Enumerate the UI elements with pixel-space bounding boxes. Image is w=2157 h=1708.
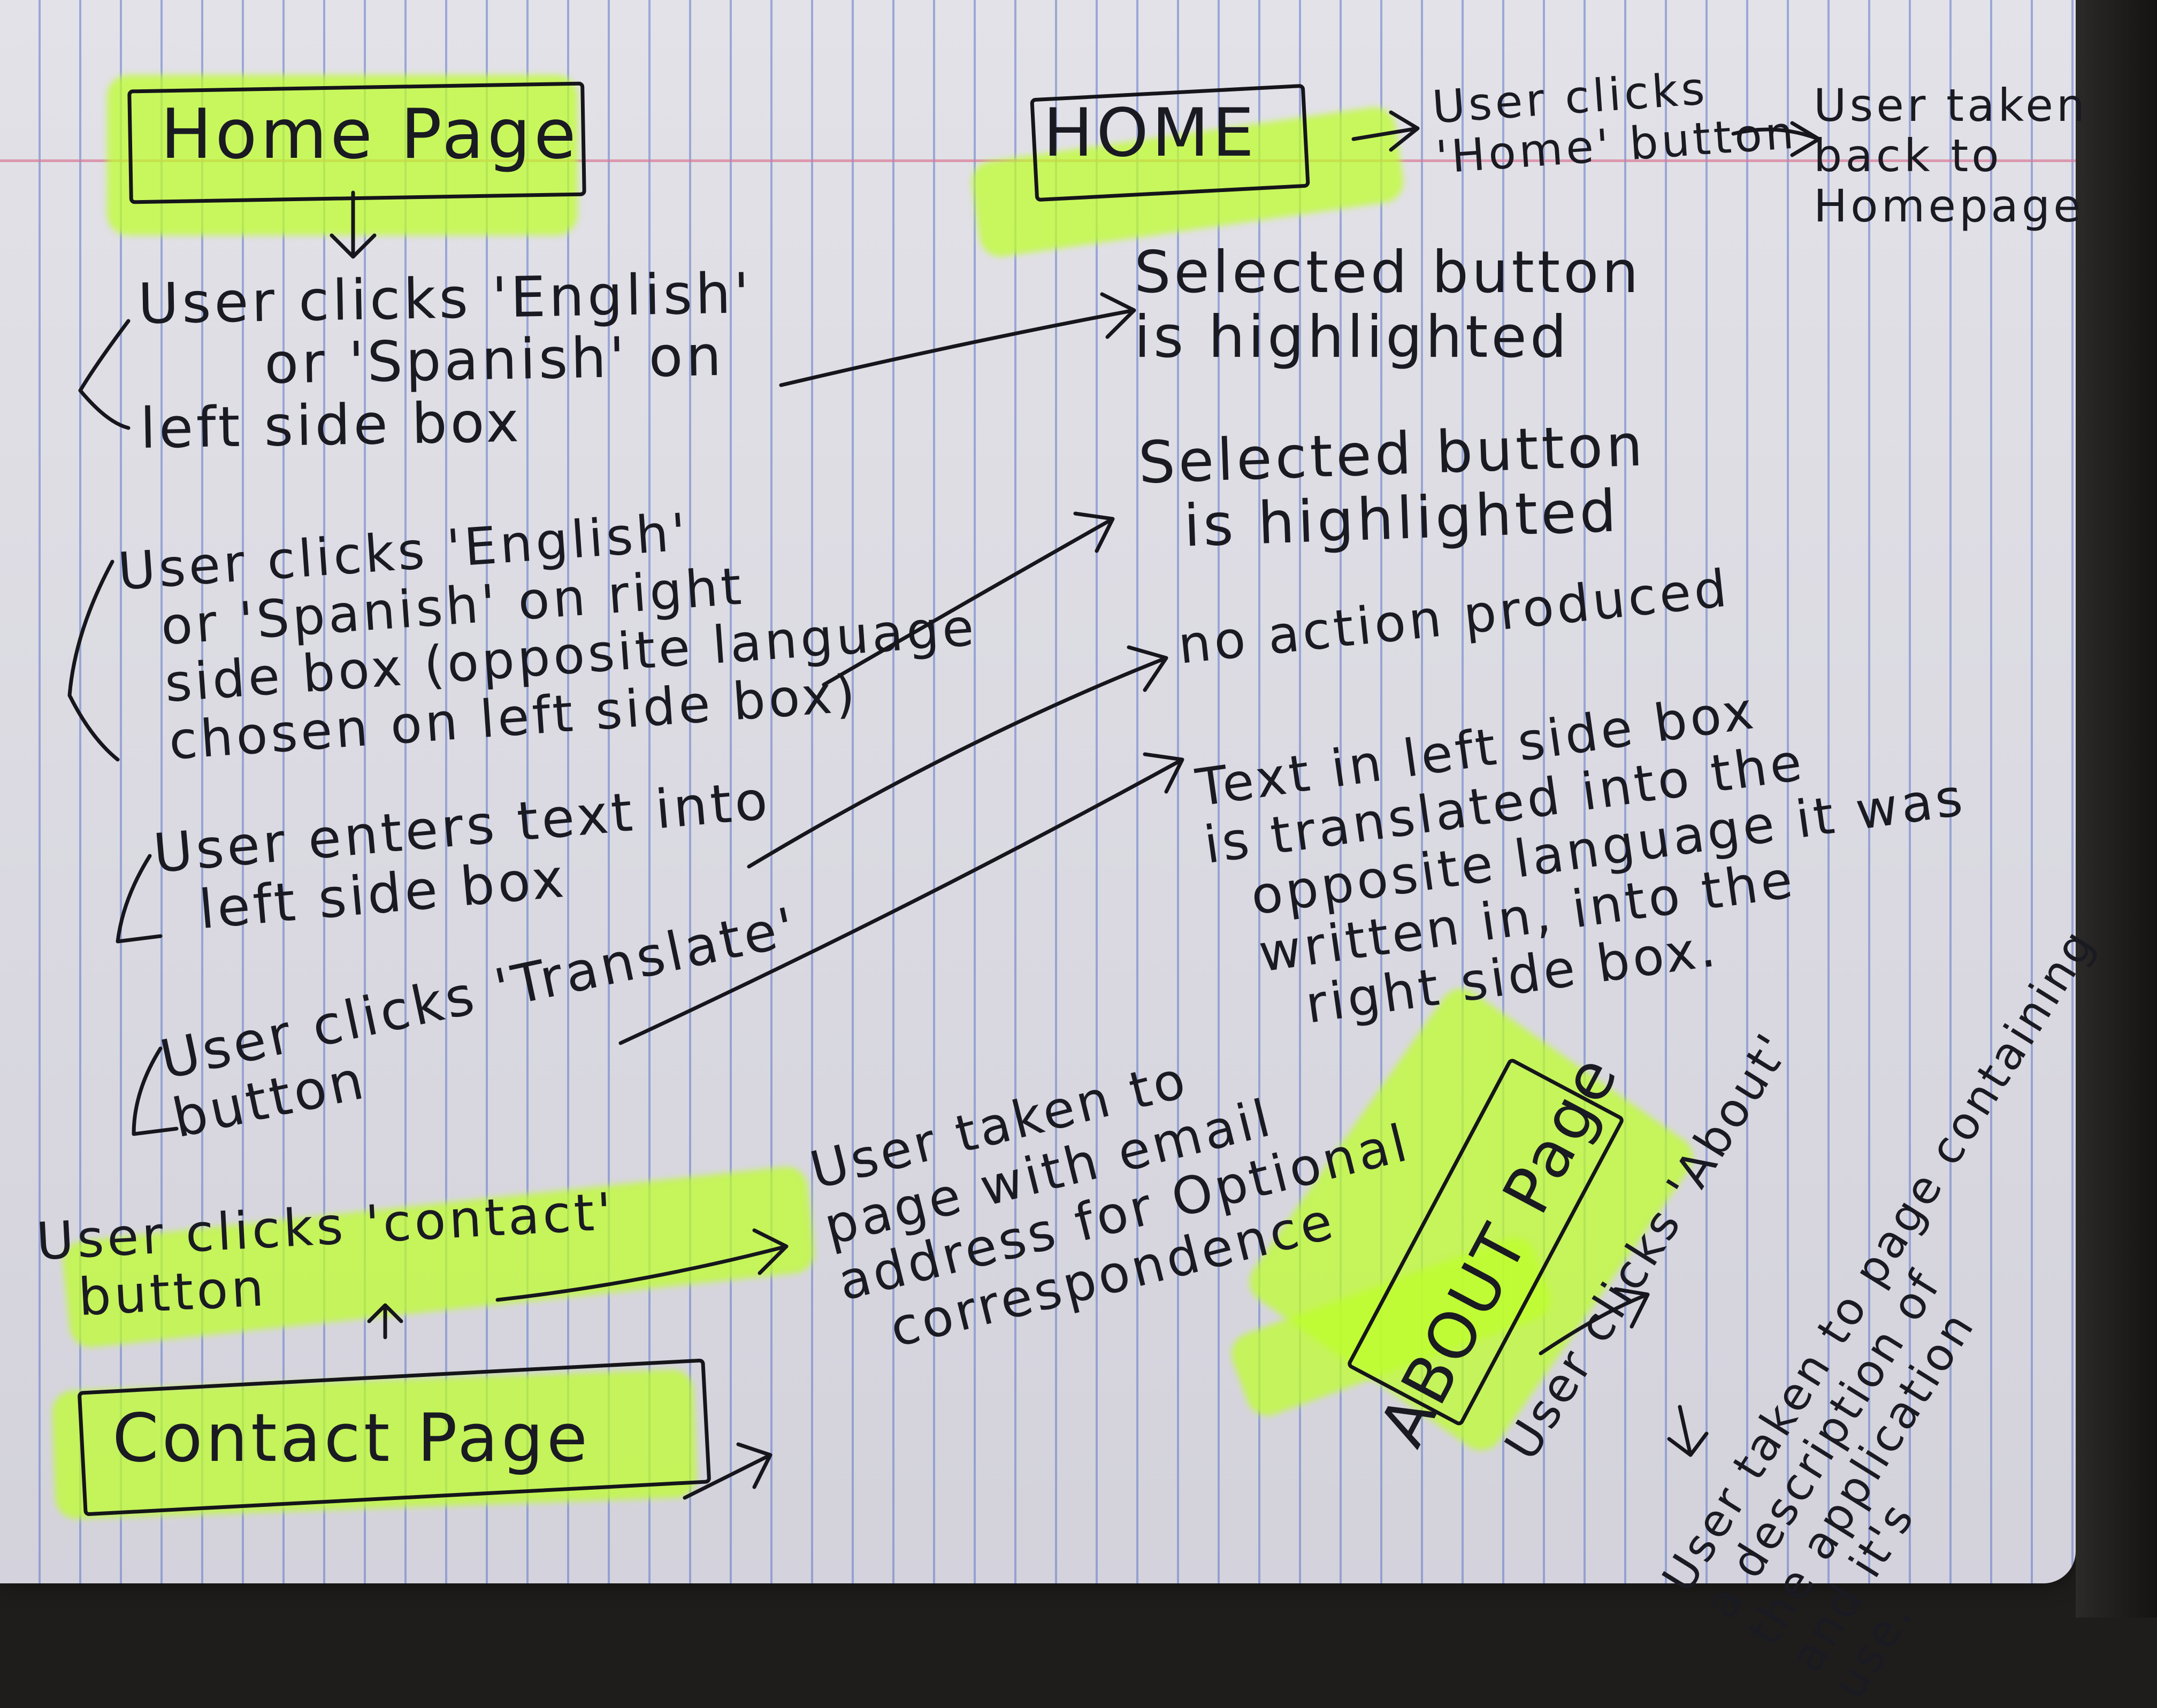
arrow-home	[1351, 110, 1420, 152]
flow-arrows	[67, 110, 1821, 1500]
arrow-contact-up	[367, 1303, 403, 1339]
bracket-step-1	[78, 319, 131, 430]
bracket-step-4	[132, 1046, 179, 1136]
arrow-step-2	[822, 511, 1115, 687]
arrow-title-down	[330, 190, 377, 259]
bracket-step-3	[116, 854, 163, 944]
highlight-home-page	[107, 75, 578, 235]
home-title: HOME	[1043, 95, 1258, 172]
notebook-edge	[2076, 0, 2157, 1618]
contact-page-title: Contact Page	[112, 1400, 591, 1477]
home-result: User taken back to Homepage	[1814, 79, 2089, 233]
home-page-result-1: Selected button is highlighted	[1134, 239, 1642, 371]
home-page-title: Home Page	[160, 95, 579, 174]
arrow-about	[1539, 1287, 1650, 1355]
bracket-step-2	[67, 560, 120, 762]
arrow-about-down	[1667, 1405, 1709, 1457]
arrow-step-4	[618, 752, 1184, 1045]
arrow-step-1	[779, 292, 1136, 387]
arrow-step-3	[747, 645, 1168, 869]
arrow-contact-page	[683, 1442, 772, 1500]
arrow-contact	[495, 1228, 789, 1302]
arrow-home-2	[1731, 121, 1821, 157]
